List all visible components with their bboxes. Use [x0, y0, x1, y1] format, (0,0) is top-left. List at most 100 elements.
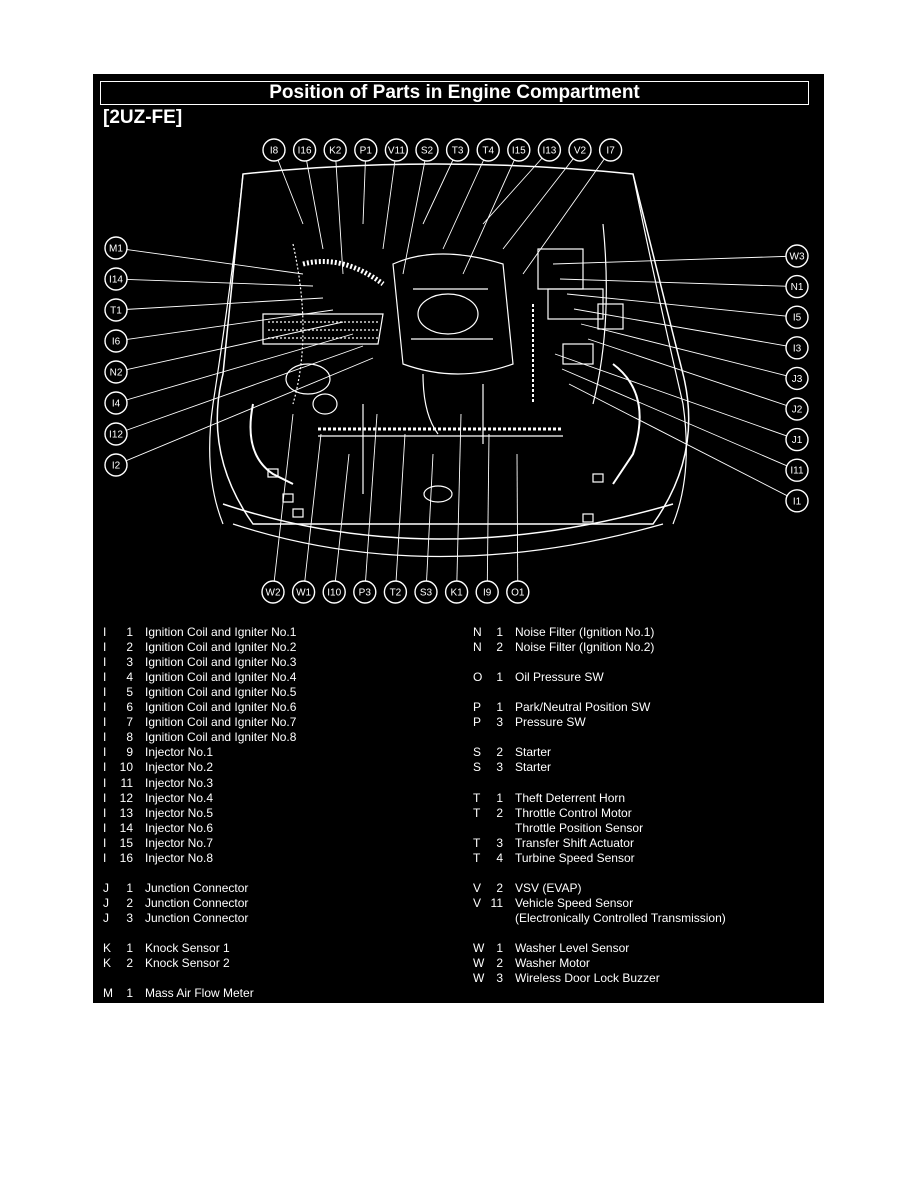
svg-text:S3: S3: [420, 588, 433, 599]
legend-text: Turbine Speed Sensor: [515, 850, 635, 865]
legend-number: 1: [496, 670, 503, 685]
leader-lines: [115, 149, 798, 593]
legend-letter: K: [103, 941, 112, 956]
legend-number: 5: [126, 685, 133, 700]
svg-text:V2: V2: [574, 146, 587, 157]
legend-number: 16: [119, 850, 133, 865]
legend-letter: M: [103, 986, 113, 1001]
legend-text: Ignition Coil and Igniter No.4: [145, 670, 297, 685]
legend-text: Throttle Control Motor: [515, 805, 632, 820]
legend-number: 12: [119, 790, 133, 805]
legend-letter: I: [103, 820, 107, 835]
legend-letter: W: [473, 956, 485, 971]
legend-item: [473, 685, 515, 700]
legend-letter: P: [473, 715, 482, 730]
legend-text: Vehicle Speed Sensor: [515, 895, 634, 910]
legend-number: 2: [126, 956, 133, 971]
callout-s3: S3: [414, 580, 438, 604]
legend-text: Washer Level Sensor: [515, 941, 630, 956]
callout-i4: I4: [104, 391, 128, 415]
leader-i13: [482, 149, 550, 225]
legend-text: Junction Connector: [145, 910, 249, 925]
svg-text:I16: I16: [298, 146, 312, 157]
legend-text: Injector No.8: [145, 850, 214, 865]
svg-text:K2: K2: [329, 146, 342, 157]
svg-text:P1: P1: [360, 146, 373, 157]
legend-number: 2: [496, 805, 503, 820]
leader-k2: [334, 149, 344, 275]
svg-text:J2: J2: [792, 405, 803, 416]
svg-text:N1: N1: [791, 282, 804, 293]
callout-w2: W2: [261, 580, 285, 604]
leader-w1: [303, 433, 322, 593]
legend-text: Junction Connector: [145, 880, 249, 895]
legend-text: Injector No.3: [145, 775, 214, 790]
legend-number: 3: [496, 715, 503, 730]
callout-t2: T2: [383, 580, 408, 604]
leader-k1: [456, 413, 462, 593]
legend-text: Injector No.4: [145, 790, 214, 805]
engine-code: [2UZ-FE]: [103, 107, 183, 128]
legend-number: 8: [126, 730, 133, 745]
leader-i8: [273, 149, 304, 225]
legend-number: 4: [126, 670, 133, 685]
svg-text:I14: I14: [109, 275, 123, 286]
callout-i8: I8: [262, 138, 286, 162]
svg-text:I7: I7: [606, 146, 615, 157]
leader-n1: [559, 278, 798, 288]
svg-text:I11: I11: [790, 466, 804, 477]
svg-text:S2: S2: [421, 146, 434, 157]
legend-letter: T: [473, 835, 481, 850]
legend-text: Knock Sensor 2: [145, 956, 230, 971]
leader-i2: [115, 357, 374, 466]
svg-text:N2: N2: [110, 368, 123, 379]
svg-text:I13: I13: [542, 146, 556, 157]
svg-text:W1: W1: [296, 588, 311, 599]
legend-number: 3: [126, 910, 133, 925]
svg-text:O1: O1: [511, 588, 525, 599]
svg-text:K1: K1: [450, 588, 463, 599]
legend-number: 2: [126, 640, 133, 655]
leader-i15: [462, 149, 520, 275]
callout-t3: T3: [445, 138, 470, 162]
svg-text:J1: J1: [792, 435, 803, 446]
legend-number: 11: [490, 895, 503, 910]
legend-letter: O: [473, 670, 483, 685]
legend-text: Noise Filter (Ignition No.2): [515, 640, 655, 655]
leader-i3: [573, 308, 798, 349]
legend-letter: I: [103, 760, 107, 775]
legend-number: 1: [496, 790, 503, 805]
legend-number: 6: [126, 700, 133, 715]
legend-number: 11: [120, 775, 133, 790]
legend-number: 3: [496, 835, 503, 850]
legend-item: [473, 776, 515, 791]
leader-t2: [394, 433, 406, 593]
callout-i5: I5: [785, 305, 809, 329]
legend-letter: P: [473, 700, 482, 715]
leader-i9: [486, 433, 490, 593]
leader-j2: [587, 338, 798, 410]
legend-text: Injector No.6: [145, 820, 214, 835]
legend-number: 2: [496, 745, 503, 760]
callout-j2: J2: [785, 397, 809, 421]
legend-number: 13: [119, 805, 133, 820]
legend-letter: I: [103, 805, 107, 820]
legend-text: Wireless Door Lock Buzzer: [515, 971, 660, 986]
legend-letter: I: [103, 700, 107, 715]
